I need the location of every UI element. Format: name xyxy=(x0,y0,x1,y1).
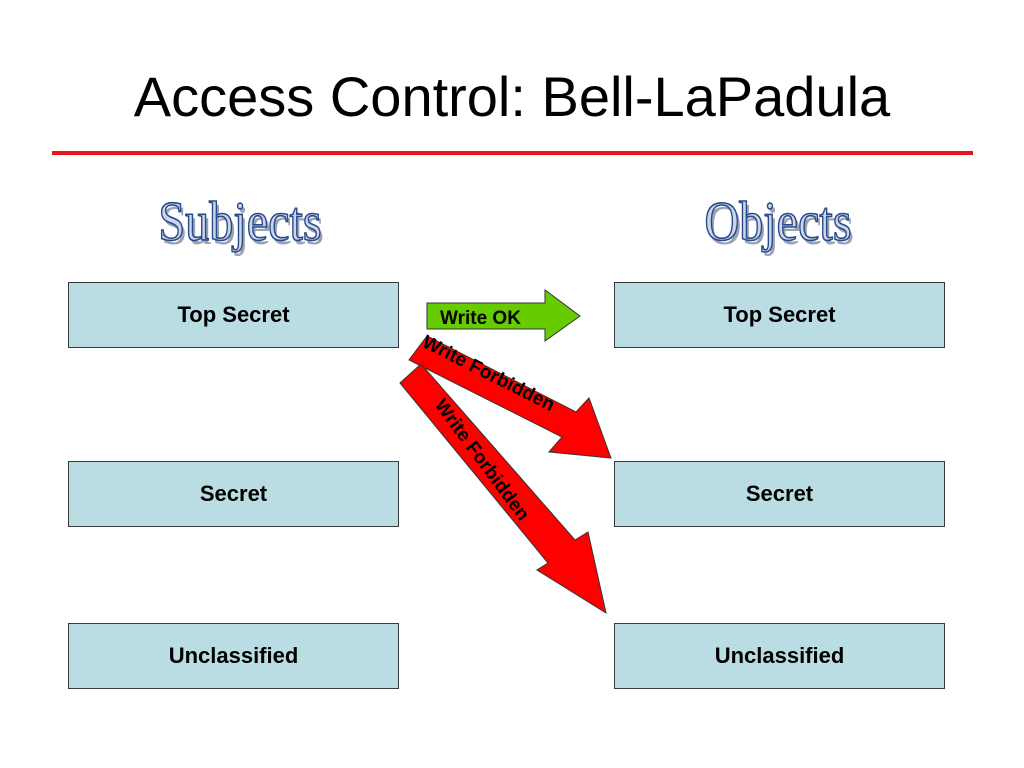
object-secret-box: Secret xyxy=(614,461,945,527)
object-unclassified-label: Unclassified xyxy=(714,643,845,668)
subject-top-secret-box: Top Secret xyxy=(68,282,399,348)
write-ok-arrow: Write OK xyxy=(426,289,581,342)
subject-top-secret-label: Top Secret xyxy=(177,302,290,327)
object-top-secret-box: Top Secret xyxy=(614,282,945,348)
objects-heading: Objects xyxy=(704,190,852,254)
subject-unclassified-box: Unclassified xyxy=(68,623,399,689)
slide-title: Access Control: Bell-LaPadula xyxy=(133,65,891,128)
subject-secret-box: Secret xyxy=(68,461,399,527)
write-forbidden-unclassified-arrow-shape xyxy=(399,363,607,615)
subject-unclassified-label: Unclassified xyxy=(168,643,299,668)
write-ok-label: Write OK xyxy=(440,308,521,329)
title-divider xyxy=(52,151,973,155)
write-ok-arrow-shape xyxy=(426,289,581,342)
subject-secret-label: Secret xyxy=(199,481,268,506)
object-unclassified-box: Unclassified xyxy=(614,623,945,689)
object-top-secret-label: Top Secret xyxy=(723,302,836,327)
subjects-heading: Subjects xyxy=(158,190,323,254)
object-secret-label: Secret xyxy=(745,481,814,506)
write-forbidden-secret-arrow-shape xyxy=(408,335,612,459)
